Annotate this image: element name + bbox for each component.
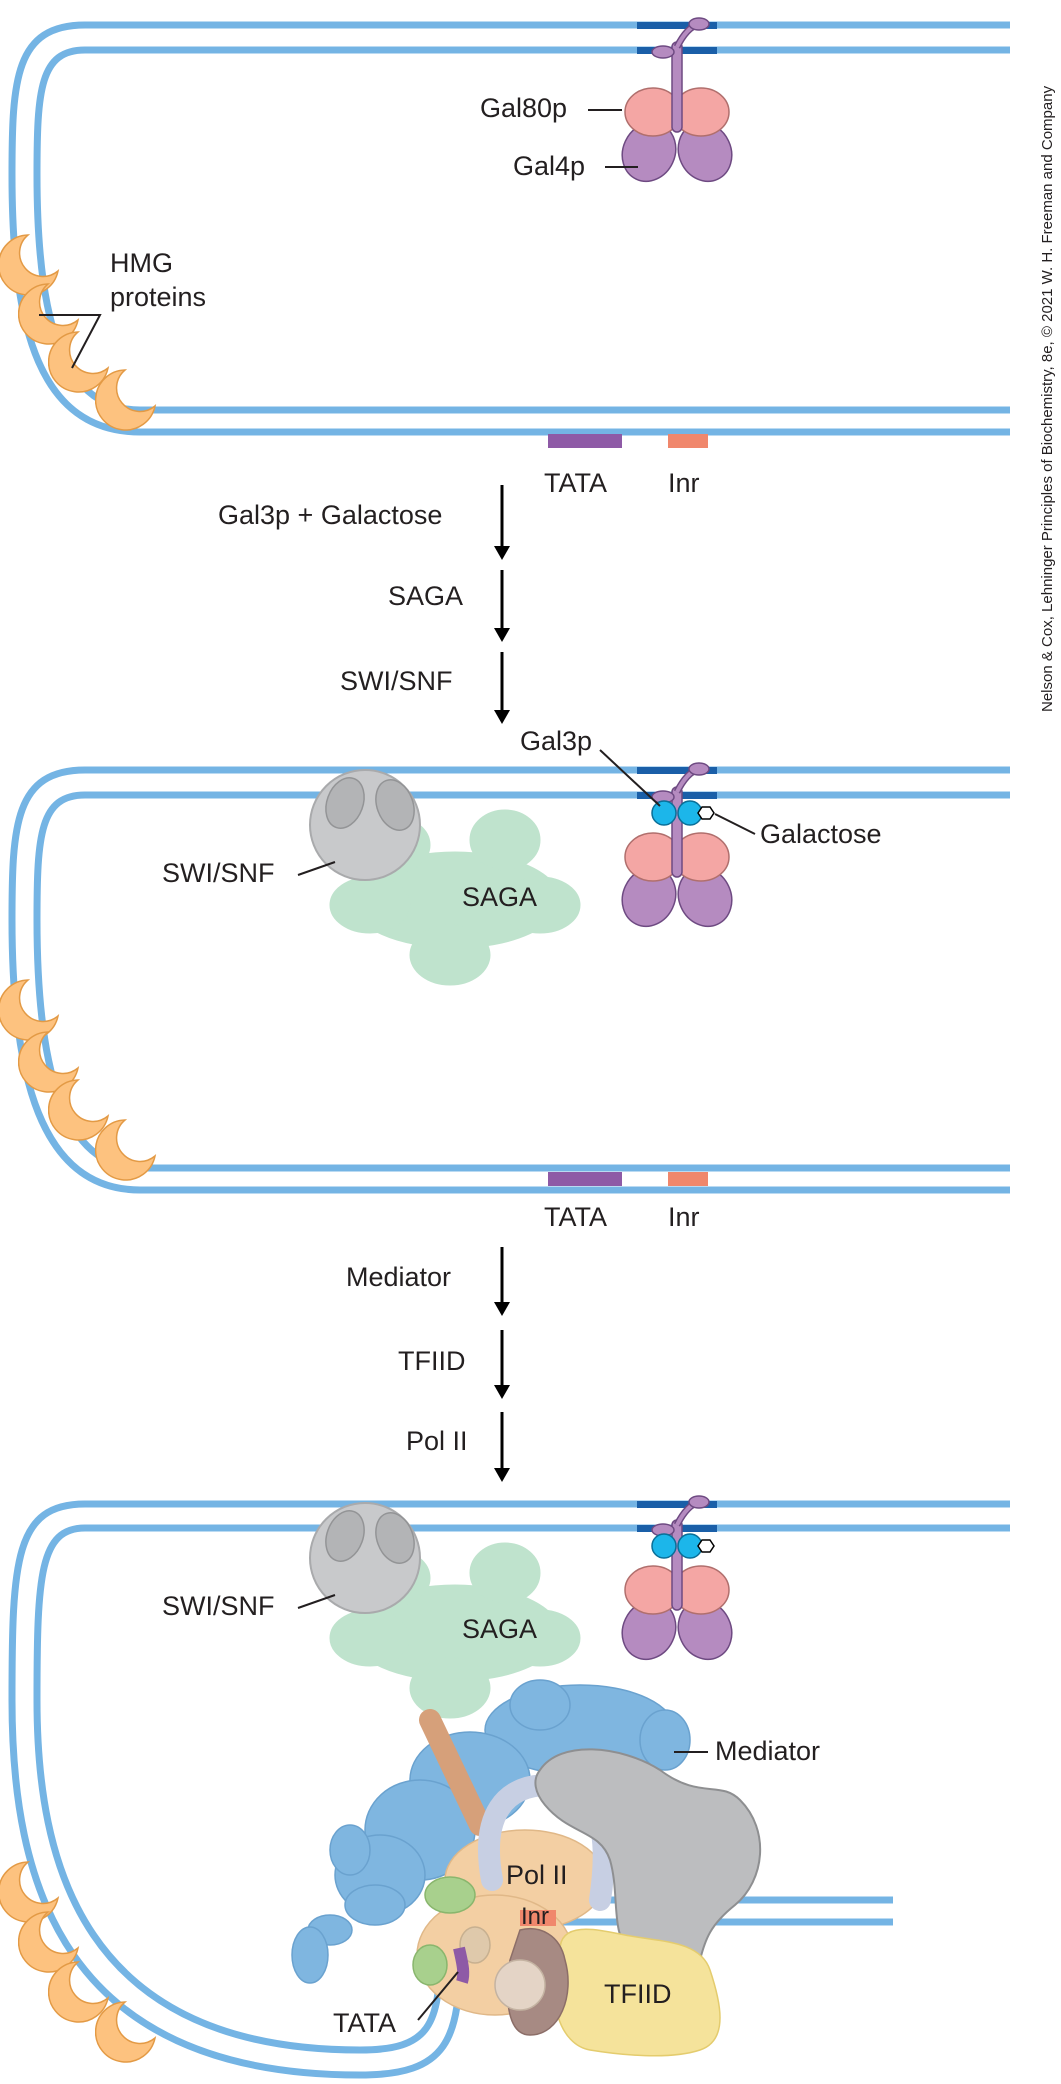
- panel-1-dna-loop: [8, 21, 1010, 436]
- hmg-label-line1: HMG: [110, 248, 173, 278]
- polii-label: Pol II: [506, 1860, 568, 1890]
- uas-site: [637, 22, 717, 29]
- inr-box-3: [520, 1910, 556, 1926]
- swisnf-label-2: SWI/SNF: [162, 858, 275, 888]
- step-swisnf: SWI/SNF: [340, 666, 453, 696]
- tata-box-3: [453, 1946, 470, 1984]
- tata-box-2: [548, 1172, 622, 1186]
- inr-label-2: Inr: [668, 1202, 700, 1232]
- inr-box-2: [668, 1172, 708, 1186]
- galactose-label: Galactose: [760, 819, 882, 849]
- inr-label-3: Inr: [521, 1903, 549, 1930]
- step-gal3p-galactose: Gal3p + Galactose: [218, 500, 442, 530]
- tfiid-complex: [553, 1928, 721, 2057]
- tata-label-2: TATA: [544, 1202, 607, 1232]
- credit-line: Nelson & Cox, Lehninger Principles of Bi…: [1039, 85, 1056, 712]
- gal3p-label: Gal3p: [520, 726, 592, 756]
- gal4p-label: Gal4p: [513, 151, 585, 181]
- panel-2-dna-loop: [8, 766, 1010, 1194]
- hmg-proteins-2: [0, 979, 156, 1181]
- step-saga: SAGA: [388, 581, 463, 611]
- activator-with-gal3p-2: [613, 763, 741, 935]
- inr-box: [668, 434, 708, 448]
- hmg-proteins-3: [0, 1861, 156, 2063]
- step-arrows-1: [494, 485, 510, 724]
- saga-label-3: SAGA: [462, 1614, 537, 1644]
- activator-with-gal3p-3: [613, 1496, 741, 1668]
- step-mediator: Mediator: [346, 1262, 451, 1292]
- swisnf-label-3: SWI/SNF: [162, 1591, 275, 1621]
- hmg-label-line2: proteins: [110, 282, 206, 312]
- tata-label-3: TATA: [333, 2008, 396, 2038]
- tata-box: [548, 434, 622, 448]
- swisnf-saga-complex-2: [309, 769, 581, 986]
- tfiid-label: TFIID: [604, 1979, 672, 2009]
- step-tfiid: TFIID: [398, 1346, 466, 1376]
- gal80p-label: Gal80p: [480, 93, 567, 123]
- step-polii: Pol II: [406, 1426, 468, 1456]
- saga-label-2: SAGA: [462, 882, 537, 912]
- mediator-label: Mediator: [715, 1736, 820, 1766]
- tata-label-1: TATA: [544, 468, 607, 498]
- gal4p-gal80p-complex: [613, 18, 741, 190]
- step-arrows-2: [494, 1247, 510, 1482]
- inr-label-1: Inr: [668, 468, 700, 498]
